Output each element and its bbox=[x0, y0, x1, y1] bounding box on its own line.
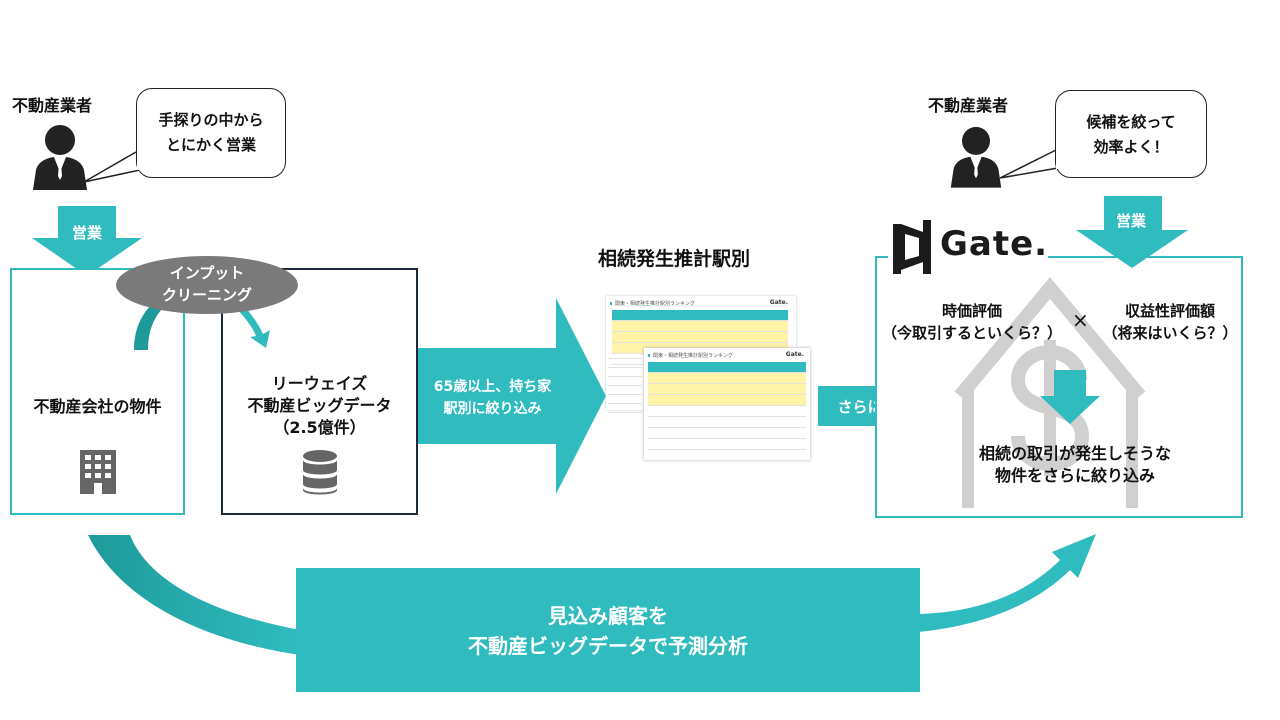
left-speech-line2: とにかく営業 bbox=[165, 136, 256, 154]
left-speech-line1: 手探りの中から bbox=[158, 111, 264, 129]
gate-result-line2: 物件をさらに絞り込み bbox=[994, 466, 1155, 485]
cleansing-line2: クリーニング bbox=[161, 286, 252, 304]
gate-times-sign: × bbox=[1072, 308, 1089, 332]
house-icon bbox=[954, 277, 1146, 508]
input-cleansing-pill bbox=[116, 256, 298, 314]
bottom-banner bbox=[296, 568, 920, 692]
left-actor-role: 不動産業者 bbox=[12, 96, 93, 115]
left-speech-tail-mask bbox=[137, 154, 143, 170]
gate-logo-text: Gate. bbox=[940, 224, 1049, 264]
gate-logo-icon bbox=[893, 220, 931, 274]
filter-arrow-line2: 駅別に絞り込み bbox=[443, 401, 542, 417]
ranking-sheet-side-list bbox=[608, 350, 642, 440]
database-icon bbox=[303, 450, 337, 495]
person-icon-right bbox=[950, 126, 1002, 188]
gate-left-metric-line1: 時価評価 bbox=[941, 302, 1002, 320]
right-sales-arrow bbox=[1076, 196, 1188, 268]
right-speech-bubble: 候補を絞って 効率よく！ bbox=[1055, 90, 1207, 178]
gate-right-metric-line1: 収益性評価額 bbox=[1124, 302, 1215, 320]
ranking-sheet-back-title: 関東・相続発生推計駅別ランキング bbox=[615, 301, 695, 307]
ranking-sheet-back-logo: Gate. bbox=[769, 299, 788, 306]
person-icon bbox=[33, 125, 87, 190]
right-speech-line2: 効率よく！ bbox=[1093, 138, 1169, 156]
right-actor-role: 不動産業者 bbox=[928, 96, 1009, 115]
right-sales-label: 営業 bbox=[1115, 212, 1146, 230]
right-speech-line1: 候補を絞って bbox=[1086, 113, 1176, 131]
gate-result-line1: 相続の取引が発生しそうな bbox=[978, 444, 1171, 463]
source-box-label: 不動産会社の物件 bbox=[33, 397, 162, 416]
result-down-arrow bbox=[1040, 370, 1100, 424]
left-sales-label: 営業 bbox=[71, 224, 102, 242]
filter-arrow bbox=[418, 298, 606, 494]
ranking-title: 相続発生推計駅別 bbox=[598, 248, 751, 270]
bottom-banner-line1: 見込み顧客を bbox=[548, 604, 668, 628]
left-speech-tail bbox=[83, 151, 141, 183]
left-speech-bubble: 手探りの中から とにかく営業 bbox=[136, 88, 286, 178]
bigdata-line1: リーウェイズ bbox=[271, 374, 368, 393]
further-arrow-label: さらに bbox=[837, 398, 883, 416]
building-icon bbox=[80, 450, 116, 494]
gate-right-metric-line2: （将来はいくら？） bbox=[1102, 324, 1238, 342]
bigdata-line2: 不動産ビッグデータ bbox=[247, 396, 392, 415]
ranking-sheet-front: 関東・相続発生推計駅別ランキング Gate. bbox=[644, 348, 810, 461]
left-sales-arrow bbox=[32, 206, 142, 276]
gate-left-metric-line2: （今取引するといくら？） bbox=[881, 324, 1062, 342]
cleansing-line1: インプット bbox=[169, 264, 245, 282]
bigdata-line3: （2.5億件） bbox=[273, 418, 366, 437]
bottom-banner-line2: 不動産ビッグデータで予測分析 bbox=[468, 634, 748, 658]
right-speech-tail-mask bbox=[1056, 153, 1062, 169]
filter-arrow-line1: 65歳以上、持ち家 bbox=[433, 379, 552, 395]
ranking-sheet-front-logo: Gate. bbox=[785, 351, 804, 358]
right-speech-tail bbox=[999, 149, 1059, 179]
ranking-sheet-front-title: 関東・相続発生推計駅別ランキング bbox=[653, 353, 733, 359]
